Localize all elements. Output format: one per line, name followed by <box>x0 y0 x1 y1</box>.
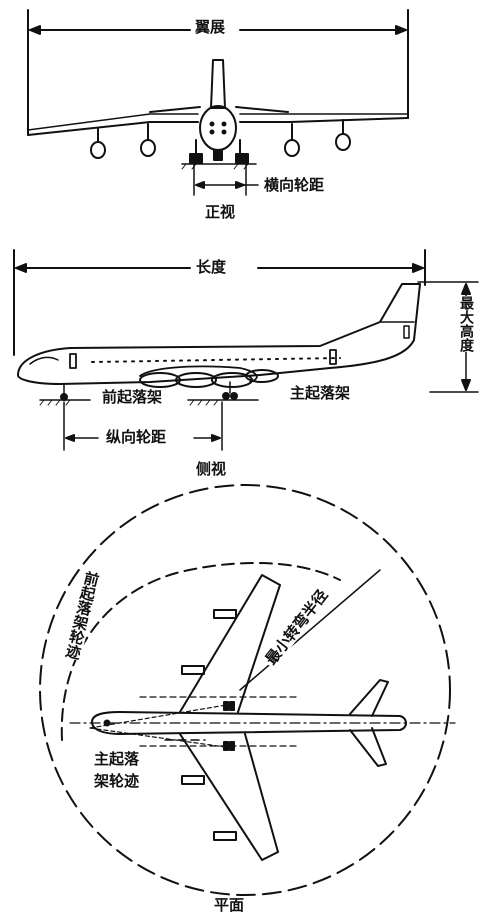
stabilizer-left <box>149 106 201 113</box>
fuselage-front <box>199 105 237 151</box>
vertical-fin <box>210 59 226 109</box>
max-height-label: 最大高度 <box>457 296 475 352</box>
tail-lower <box>349 727 387 767</box>
plan-engines <box>181 609 237 841</box>
plan-view-caption: 平面 <box>214 896 245 914</box>
lower-wing <box>179 733 279 861</box>
main-gear-track-label-line2: 架轮迹 <box>92 772 142 790</box>
wingspan-label: 翼展 <box>193 18 228 36</box>
length-label: 长度 <box>194 258 229 276</box>
left-wing <box>27 121 199 136</box>
stabilizer-right <box>235 106 289 113</box>
side-engines <box>139 369 279 388</box>
wingspan-arrow-right <box>395 25 407 35</box>
wheelbase-label: 纵向轮距 <box>104 428 169 446</box>
main-gear-label: 主起落架 <box>290 384 351 402</box>
main-gear-track-label-line1: 主起落 <box>92 750 142 768</box>
upper-wing <box>179 574 281 713</box>
fuselage-side <box>17 283 421 385</box>
side-view-airplane <box>13 249 479 451</box>
front-view-caption: 正视 <box>205 203 236 221</box>
track-label: 横向轮距 <box>262 176 327 194</box>
min-turn-circle <box>39 484 451 896</box>
front-landing-gear <box>181 139 257 170</box>
radius-line <box>239 569 381 691</box>
nose-gear-label: 前起落架 <box>102 388 163 406</box>
nose-gear-track-path <box>60 562 341 741</box>
front-engines <box>90 119 351 159</box>
tail-upper <box>349 679 389 717</box>
right-wing <box>239 117 409 123</box>
wingspan-arrow-left <box>29 25 41 35</box>
fuselage-plan <box>91 711 407 735</box>
side-view-caption: 侧视 <box>196 460 227 478</box>
front-view-airplane <box>27 9 409 196</box>
plan-view-airplane <box>39 484 456 896</box>
